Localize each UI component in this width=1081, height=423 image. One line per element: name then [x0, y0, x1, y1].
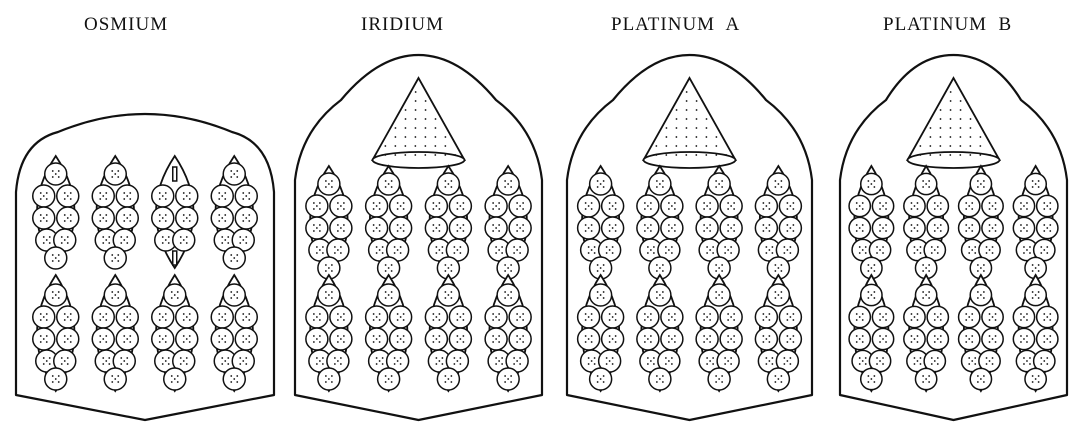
chromosome-bundle	[849, 166, 894, 279]
chromosome-bundle	[904, 166, 949, 279]
panel-3	[567, 55, 812, 420]
chromosome-bundle	[306, 166, 352, 279]
chromosome-bundle	[485, 166, 531, 279]
chromosome-bundle	[425, 166, 471, 279]
chromosome-bundle	[33, 156, 79, 269]
chromosome-bundle	[33, 275, 79, 391]
panel-1	[16, 114, 274, 420]
chromosome-bundle	[637, 275, 683, 391]
chromosome-bundle	[211, 156, 257, 269]
spindle-cone-icon	[644, 78, 736, 168]
chromosome-bundle	[425, 275, 471, 391]
chromosome-bundle	[485, 275, 531, 391]
chromosome-bundle	[366, 166, 412, 279]
chromosome-bundle	[92, 156, 138, 269]
chromosome-bundle	[959, 275, 1004, 391]
chromosome-bundle	[306, 275, 352, 391]
chromosome-bundle	[755, 275, 801, 391]
chromosome-bundle	[152, 156, 198, 268]
chromosome-bundle	[1013, 275, 1058, 391]
chromosome-bundle	[696, 275, 742, 391]
chromosome-bundle	[959, 166, 1004, 279]
spindle-cone-icon	[908, 78, 1000, 168]
panel-4	[840, 55, 1067, 420]
spindle-cone-icon	[373, 78, 465, 168]
chromosome-bundle	[366, 275, 412, 391]
chromosome-bundle	[696, 166, 742, 279]
chromosome-bundle	[637, 166, 683, 279]
chromosome-bundle	[578, 275, 624, 391]
chromosome-bundle	[578, 166, 624, 279]
chromosome-bundle	[152, 275, 198, 391]
chromosome-bundle	[904, 275, 949, 391]
chromosome-bundle	[1013, 166, 1058, 279]
chromosome-bundle	[92, 275, 138, 391]
chromosome-bundle	[211, 275, 257, 391]
panel-2	[295, 55, 542, 420]
chromosome-bundle	[849, 275, 894, 391]
chromosome-bundle	[755, 166, 801, 279]
